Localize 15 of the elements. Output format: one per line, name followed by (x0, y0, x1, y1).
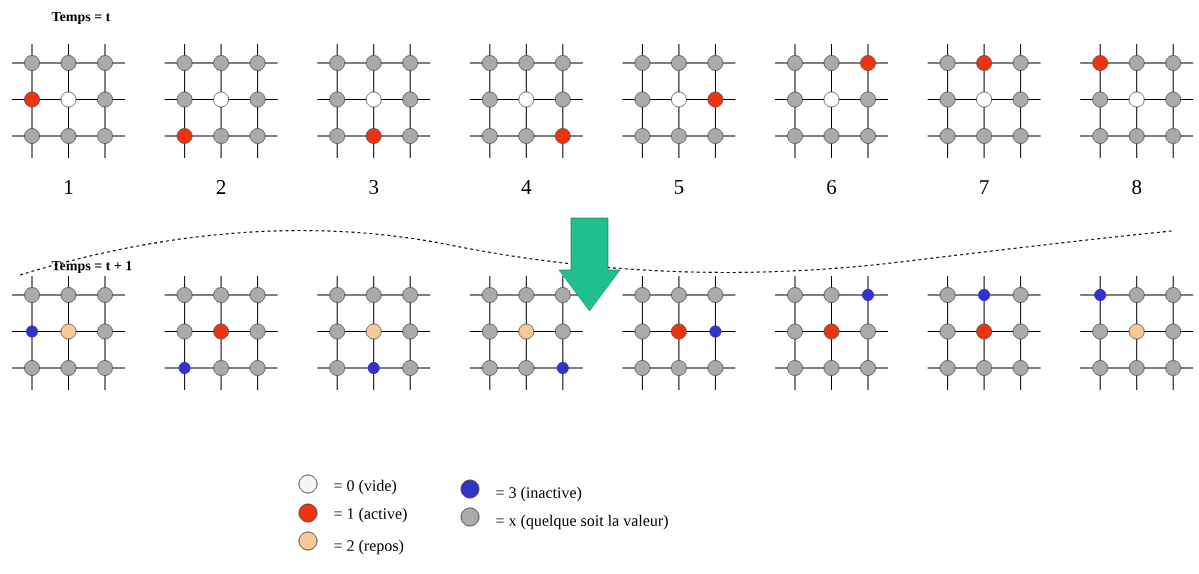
panel-number: 7 (980, 180, 989, 194)
time-label: Temps = t + 1 (51, 260, 132, 274)
legend-label: = 2 (repos) (334, 539, 404, 555)
panel-number: 5 (674, 180, 684, 194)
panel-number: 1 (65, 180, 73, 194)
panel-number: 8 (1132, 179, 1142, 195)
panel-number: 4 (521, 180, 532, 194)
time-label: Temps = t (51, 11, 111, 25)
panel-number: 2 (216, 180, 226, 194)
legend-label: = 1 (active) (334, 507, 407, 523)
legend-label: = 0 (vide) (334, 479, 397, 495)
legend-label: = 3 (inactive) (496, 486, 582, 502)
panel-number: 3 (369, 179, 379, 195)
panel-number: 6 (827, 179, 837, 195)
legend-label: = x (quelque soit la valeur) (496, 514, 668, 530)
